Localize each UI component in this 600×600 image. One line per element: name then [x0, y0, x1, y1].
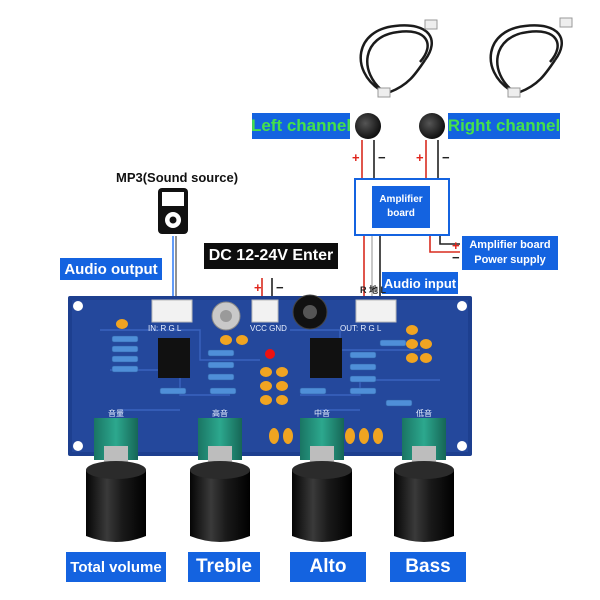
speaker-wires: [361, 140, 439, 180]
knob-alto-silkscreen: 中音: [314, 409, 330, 418]
right-minus-sign: −: [442, 150, 450, 165]
source-audio-cable: [172, 236, 177, 300]
amplifier-board-box: Amplifier board: [354, 178, 450, 236]
out-connector: [355, 299, 397, 323]
audio-input-pin-label: R 地 L: [360, 285, 386, 295]
knob-bass: [394, 418, 454, 542]
audio-output-label: Audio output: [60, 258, 162, 280]
knob-volume-silkscreen: 音量: [108, 409, 124, 418]
knob-bass-silkscreen: 低音: [416, 409, 432, 418]
audio-input-label: Audio input: [382, 272, 458, 294]
power-plus-sign: +: [452, 238, 460, 253]
mp3-player-icon: [158, 188, 188, 234]
dc-enter-label: DC 12-24V Enter: [204, 243, 338, 269]
right-speaker-cable: [489, 24, 563, 94]
left-channel-label: Left channel: [251, 113, 351, 139]
left-cable-connector-bottom: [377, 87, 391, 98]
in-connector: [151, 299, 193, 323]
left-minus-sign: −: [378, 150, 386, 165]
amplifier-board-label: Amplifier board: [372, 186, 430, 228]
left-speaker-cable: [359, 24, 433, 94]
left-speaker-icon: [355, 113, 381, 139]
right-speaker-icon: [419, 113, 445, 139]
bass-label: Bass: [390, 552, 466, 582]
dc-minus-sign: −: [276, 280, 284, 295]
power-led: [265, 349, 275, 359]
knob-treble-silkscreen: 高音: [212, 409, 228, 418]
right-plus-sign: +: [416, 150, 424, 165]
left-cable-connector-top: [424, 19, 438, 30]
knob-treble: [190, 418, 250, 542]
in-connector-label: IN: R G L: [148, 324, 182, 333]
amplifier-power-label: Amplifier board Power supply: [462, 236, 558, 270]
alto-label: Alto: [290, 552, 366, 582]
knob-total-volume: [86, 418, 146, 542]
right-cable-connector-bottom: [507, 87, 521, 98]
power-minus-sign: −: [452, 250, 460, 265]
mp3-source-label: MP3(Sound source): [116, 170, 239, 185]
right-cable-connector-top: [559, 17, 573, 28]
right-channel-label: Right channel: [448, 113, 560, 139]
ic-chip-right: [310, 338, 342, 378]
knob-alto: [292, 418, 352, 542]
ic-chip-left: [158, 338, 190, 378]
audio-input-wires: [363, 232, 381, 300]
total-volume-label: Total volume: [66, 552, 166, 582]
dc-connector: [251, 299, 279, 323]
dc-plus-sign: +: [254, 280, 262, 295]
treble-label: Treble: [188, 552, 260, 582]
vcc-connector-label: VCC GND: [250, 324, 287, 333]
power-wires: [429, 232, 460, 253]
left-plus-sign: +: [352, 150, 360, 165]
pcb-board: [68, 294, 472, 456]
out-connector-label: OUT: R G L: [340, 324, 382, 333]
